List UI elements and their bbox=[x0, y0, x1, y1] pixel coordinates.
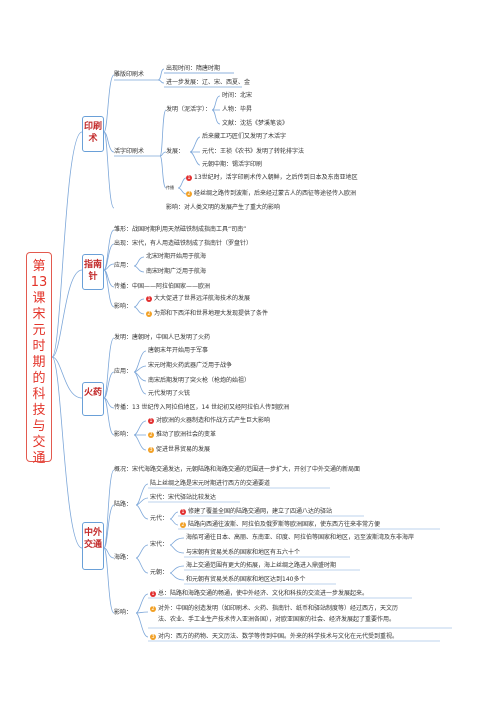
number-1-icon: 1 bbox=[150, 590, 156, 597]
number-3-icon: 3 bbox=[150, 633, 156, 640]
number-2-icon: 2 bbox=[146, 310, 152, 317]
node-tr-yuan-sea-1[interactable]: 海上交通范围有更大的拓展，海上丝绸之路进入鼎盛时期 bbox=[186, 562, 337, 569]
node-diaoban-dev[interactable]: 进一步发展：辽、宋、西夏、金 bbox=[166, 79, 251, 86]
node-compass-use[interactable]: 应用： bbox=[114, 262, 133, 269]
node-fazhan-1[interactable]: 后来藏工巧匠们又发明了木活字 bbox=[202, 133, 287, 140]
node-fazhan-3[interactable]: 元朝中期：锡活字印刷 bbox=[202, 161, 263, 168]
topic-gunpowder[interactable]: 火药 bbox=[82, 382, 104, 416]
topic-transport[interactable]: 中外交通 bbox=[82, 522, 104, 570]
node-tr-overview[interactable]: 概况：宋代海路交通发达，元朝陆路和海路交通的范围进一步扩大，开创了中外交通的新局… bbox=[114, 466, 361, 473]
number-2-icon: 2 bbox=[186, 190, 192, 197]
node-gp-influence[interactable]: 影响： bbox=[114, 431, 133, 438]
number-2-icon: 2 bbox=[150, 605, 156, 612]
node-tr-yuan-sea[interactable]: 元朝： bbox=[150, 569, 169, 576]
node-compass-use-1[interactable]: 北宋时期开始用于航海 bbox=[146, 253, 207, 260]
node-tr-song-sea-1[interactable]: 海船可通往日本、高丽、东南亚、印度、阿拉伯等国家和地区，远至波斯湾及东非海岸 bbox=[186, 534, 415, 541]
number-1-icon: 1 bbox=[186, 174, 192, 181]
node-gp-spread[interactable]: 传播：13 世纪传入阿拉伯地区，14 世纪初又经阿拉伯人传到欧洲 bbox=[114, 404, 290, 411]
number-1-icon: 1 bbox=[146, 295, 152, 302]
node-compass-prototype[interactable]: 雏形：战国时期利用天然磁铁制成指南工具“司南” bbox=[114, 226, 247, 233]
node-compass-use-2[interactable]: 南宋时期广泛用于航海 bbox=[146, 268, 207, 275]
node-fazhan[interactable]: 发展： bbox=[166, 148, 185, 155]
node-tr-yuan-sea-2[interactable]: 和元朝有贸易关系的国家和地区达到140多个 bbox=[186, 576, 306, 583]
number-3-icon: 3 bbox=[148, 446, 154, 453]
node-tr-land[interactable]: 陆路： bbox=[114, 501, 133, 508]
node-faming-time[interactable]: 时间：北宋 bbox=[222, 92, 253, 99]
node-fazhan-2[interactable]: 元代：王祯《农书》发明了转轮排字法 bbox=[202, 148, 305, 155]
number-1-icon: 1 bbox=[148, 417, 154, 424]
node-tr-inf-2b[interactable]: 法、农业、手工业生产技术传入亚洲各国），对欧亚国家的社会、经济发展起了重要作用。 bbox=[158, 616, 396, 623]
node-faming-doc[interactable]: 文献：沈括《梦溪笔谈》 bbox=[222, 120, 289, 127]
node-diaoban[interactable]: 雕版印刷术 bbox=[114, 71, 145, 78]
topic-compass[interactable]: 指南针 bbox=[82, 254, 104, 290]
node-compass-spread[interactable]: 传播：中国——阿拉伯国家——欧洲 bbox=[114, 283, 211, 290]
topic-printing[interactable]: 印刷术 bbox=[82, 116, 104, 152]
node-tr-yuan-land[interactable]: 元代： bbox=[150, 515, 169, 522]
node-tr-sea[interactable]: 海路： bbox=[114, 554, 133, 561]
node-gp-invent[interactable]: 发明：唐朝时，中国人已发明了火药 bbox=[114, 334, 211, 341]
node-gp-use-1[interactable]: 唐朝末年开始用于军事 bbox=[148, 347, 209, 354]
number-2-icon: 2 bbox=[180, 521, 186, 528]
node-faming-person[interactable]: 人物：毕昇 bbox=[222, 106, 253, 113]
node-faming[interactable]: 发明（泥活字）： bbox=[166, 106, 212, 113]
node-compass-appear[interactable]: 出现：宋代，有人用造磁铁制成了指南针（罗盘针） bbox=[114, 240, 253, 247]
node-print-influence[interactable]: 影响：对人类文明的发展产生了重大的影响 bbox=[166, 204, 281, 211]
node-gp-use-2[interactable]: 宋元时期火药武器广泛用于战争 bbox=[148, 362, 233, 369]
node-gp-use-3[interactable]: 南宋后期发明了突火枪（枪炮的始祖） bbox=[148, 377, 251, 384]
root-topic[interactable]: 第13课宋元时期的科技与交通 bbox=[26, 252, 52, 466]
node-gp-use[interactable]: 应用： bbox=[114, 368, 133, 375]
node-compass-influence[interactable]: 影响： bbox=[114, 303, 133, 310]
number-2-icon: 2 bbox=[148, 431, 154, 438]
node-tr-song-sea-2[interactable]: 与宋朝有贸易关系的国家和地区有五六十个 bbox=[186, 549, 301, 556]
node-tr-song-sea[interactable]: 宋代： bbox=[150, 541, 169, 548]
node-chuanbo[interactable]: 传播 bbox=[166, 185, 174, 190]
node-gp-use-4[interactable]: 元代发明了火铳 bbox=[148, 390, 191, 397]
node-tr-land-2[interactable]: 宋代：宋代驿站比较发达 bbox=[150, 494, 217, 501]
node-diaoban-time[interactable]: 出现时间：隋唐时期 bbox=[166, 65, 221, 72]
node-tr-land-1[interactable]: 陆上丝绸之路是宋元时期进行西方的交通要道 bbox=[150, 480, 271, 487]
node-huozi[interactable]: 活字印刷术 bbox=[114, 148, 145, 155]
number-1-icon: 1 bbox=[180, 508, 186, 515]
node-tr-influence[interactable]: 影响： bbox=[114, 609, 133, 616]
